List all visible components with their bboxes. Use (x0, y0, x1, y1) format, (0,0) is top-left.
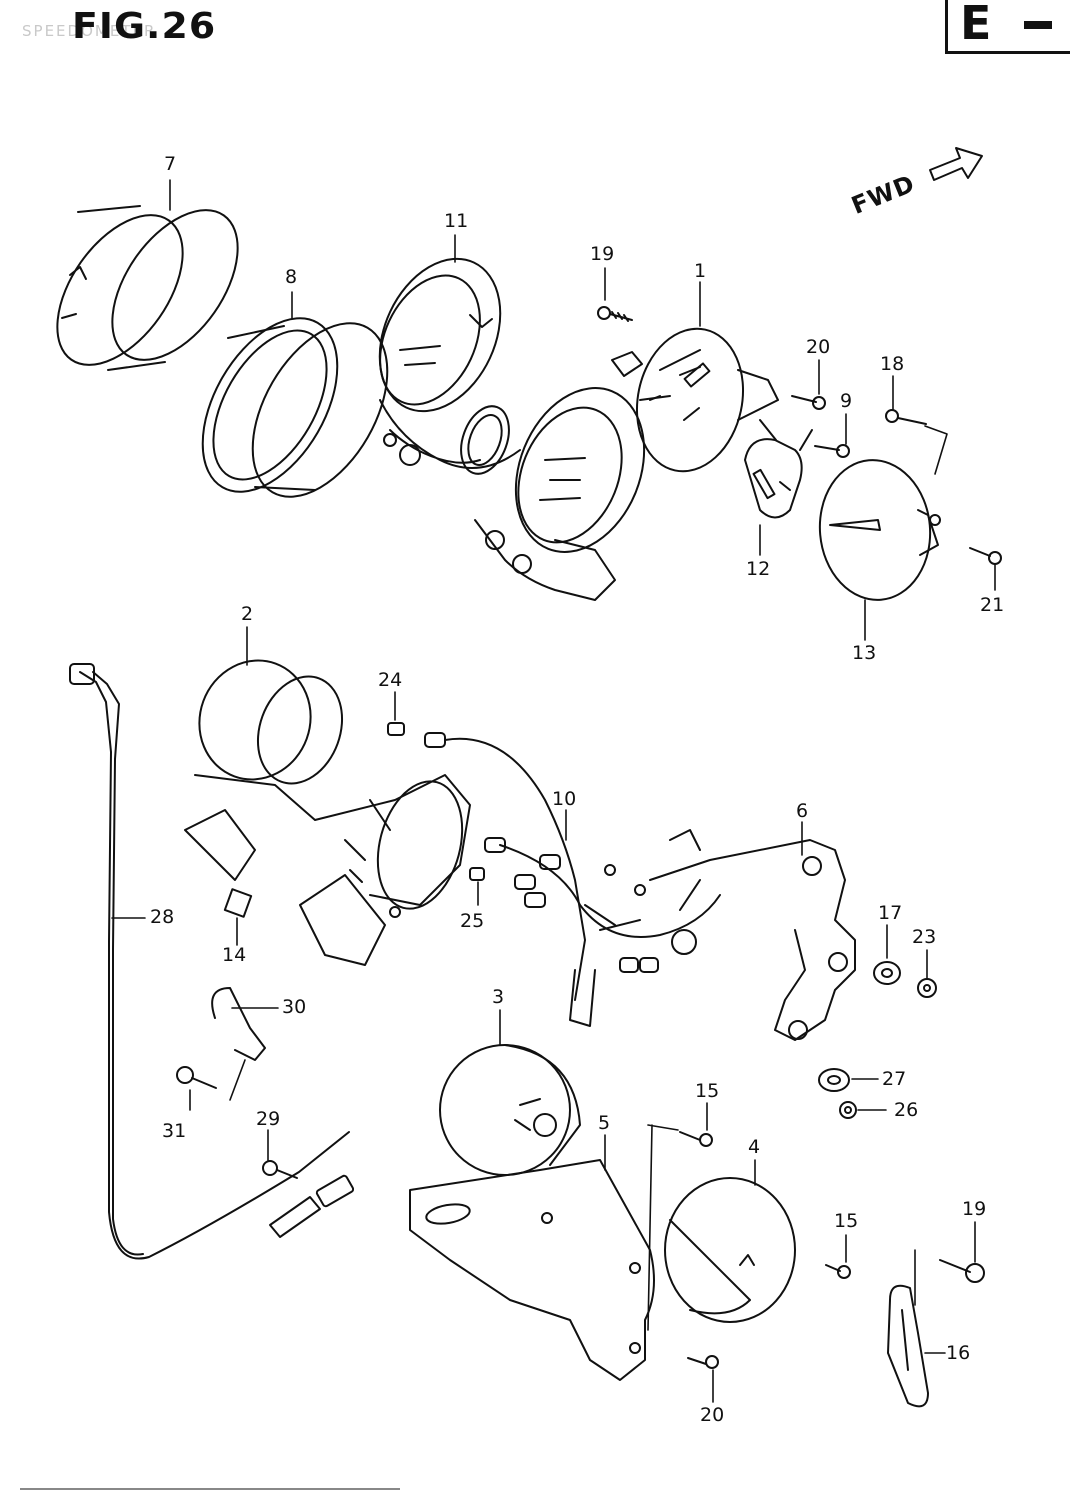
part-3-socket-cover (440, 1045, 580, 1175)
callout-15-b: 15 (834, 1210, 859, 1232)
callout-30: 30 (282, 996, 307, 1018)
part-10-wiring-harness (425, 733, 720, 1026)
callout-21: 20 (806, 336, 831, 358)
callout-8: 8 (285, 266, 298, 288)
callout-9: 9 (840, 390, 853, 412)
callout-5: 5 (598, 1112, 611, 1134)
callout-6: 6 (796, 800, 809, 822)
part-2-meter-housing (183, 645, 476, 965)
part-17-strap (888, 1286, 928, 1407)
callout-20-top: 19 (590, 243, 615, 265)
callout-10: 10 (552, 788, 577, 810)
callout-29: 29 (256, 1108, 281, 1130)
callout-14: 14 (222, 944, 247, 966)
callout-22: 21 (980, 594, 1005, 616)
bottom-rule (20, 1488, 400, 1490)
callout-1: 1 (694, 260, 707, 282)
part-27-grommet (819, 1069, 849, 1091)
part-19-screw (886, 410, 926, 424)
fwd-arrow-icon (929, 147, 983, 181)
callout-4: 4 (748, 1136, 761, 1158)
part-30-clamp (212, 988, 265, 1060)
callout-17: 16 (946, 1342, 971, 1364)
figure-ghost-text: SPEEDOMETER (22, 22, 157, 40)
callout-16: 17 (878, 902, 903, 924)
callout-7: 7 (164, 153, 177, 175)
part-4-socket-cover (665, 1178, 795, 1322)
section-label: E (960, 0, 992, 50)
part-25-bulb (470, 868, 484, 880)
part-24-bulb (388, 723, 404, 735)
part-7-bezel-ring (32, 188, 263, 387)
part-20-screw-bottom (688, 1356, 718, 1368)
callout-11: 11 (444, 210, 469, 232)
callout-24: 24 (378, 669, 403, 691)
part-16-rubber (874, 962, 900, 984)
callout-13: 13 (852, 642, 877, 664)
section-dash (1024, 21, 1052, 29)
part-11-meter-case (356, 239, 667, 600)
part-5-bracket (410, 1160, 654, 1380)
callout-25: 25 (460, 910, 485, 932)
callout-18: 19 (962, 1198, 987, 1220)
part-29-screw (263, 1161, 297, 1178)
callout-20-bottom: 20 (700, 1404, 725, 1426)
callout-26: 26 (894, 1099, 919, 1121)
part-9-screw (815, 445, 849, 457)
part-18-screw (940, 1260, 984, 1282)
callout-23: 23 (912, 926, 937, 948)
part-22-screw (970, 548, 1001, 564)
callout-28: 28 (150, 906, 175, 928)
callout-31: 31 (162, 1120, 187, 1142)
part-28-cable (70, 664, 354, 1259)
part-23-nut (918, 979, 936, 997)
part-20-screw-top (598, 307, 632, 321)
part-1-speedometer (612, 319, 778, 481)
figure-title: FIG.26 (72, 6, 217, 47)
part-15-screw-b (826, 1265, 850, 1278)
part-15-screw-a (680, 1132, 712, 1146)
part-31-bolt (177, 1067, 216, 1088)
callout-27: 27 (882, 1068, 907, 1090)
leader-lines (111, 179, 996, 1403)
section-tab: E (945, 0, 1070, 54)
part-6-stay-bracket (650, 830, 855, 1040)
callout-12: 12 (746, 558, 771, 580)
callout-19: 18 (880, 353, 905, 375)
callout-2: 2 (241, 603, 254, 625)
part-13-tachometer (814, 455, 940, 604)
part-8-rim (175, 295, 415, 520)
part-26-nut (840, 1102, 856, 1118)
callout-3: 3 (492, 986, 505, 1008)
part-12-bracket (745, 430, 812, 518)
part-21-screw (792, 396, 825, 409)
callout-15-a: 15 (695, 1080, 720, 1102)
